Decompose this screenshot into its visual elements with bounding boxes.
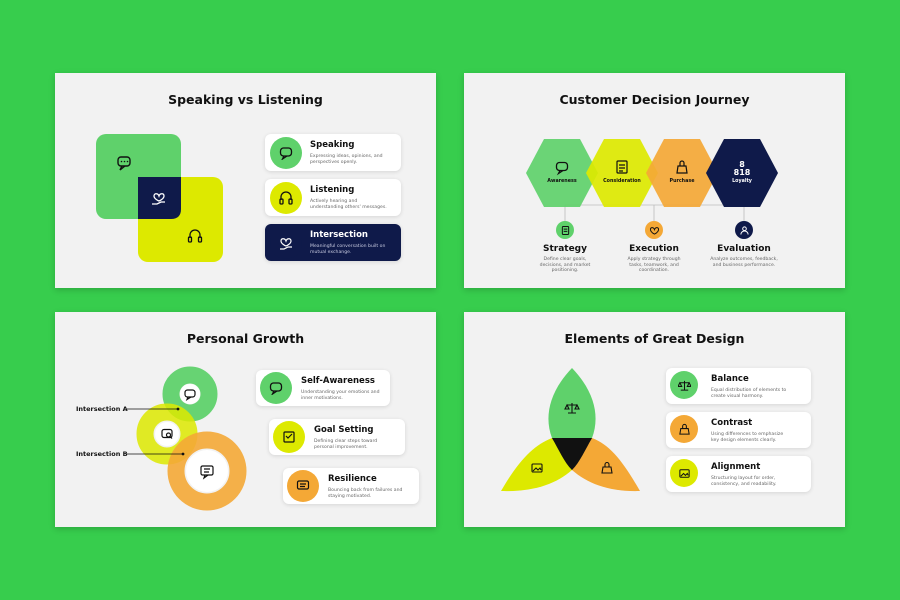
card-title: Alignment — [711, 462, 761, 472]
hex-label-consideration: Consideration — [603, 179, 641, 184]
hex-label-loyalty: Loyalty — [732, 179, 752, 184]
card-title: Speaking — [310, 140, 355, 150]
slide-speaking-vs-listening[interactable]: Speaking vs Listening Speaking Expressin… — [55, 73, 436, 288]
slide-title: Elements of Great Design — [564, 331, 745, 346]
speech-bubble-icon — [117, 156, 131, 171]
card-contrast[interactable]: Contrast Using differences to emphasize … — [666, 412, 811, 448]
heart-icon — [645, 221, 663, 239]
checklist-icon — [616, 160, 628, 174]
picture-icon — [670, 459, 698, 487]
column-title-evaluation: Evaluation — [717, 244, 771, 254]
label-intersection-a: Intersection A — [76, 405, 128, 413]
speech-bubble-icon — [270, 137, 302, 169]
card-alignment[interactable]: Alignment Structuring layout for order, … — [666, 456, 811, 492]
slide-title: Speaking vs Listening — [168, 92, 323, 107]
document-icon — [556, 221, 574, 239]
card-title: Goal Setting — [314, 425, 374, 435]
slide-personal-growth[interactable]: Personal Growth Intersection A Intersect… — [55, 312, 436, 527]
card-resilience[interactable]: Resilience Bouncing back from failures a… — [283, 468, 419, 504]
growth-rings-diagram — [127, 366, 247, 511]
card-listening[interactable]: Listening Actively hearing and understan… — [265, 179, 401, 216]
card-description: Structuring layout for order, consistenc… — [711, 476, 777, 487]
speech-bubble-icon — [260, 372, 292, 404]
picture-icon — [531, 463, 543, 473]
slide-title: Personal Growth — [186, 331, 305, 346]
card-title: Balance — [711, 374, 749, 384]
card-description: Meaningful conversation built on mutual … — [310, 244, 386, 255]
card-title: Self-Awareness — [301, 376, 375, 386]
card-speaking[interactable]: Speaking Expressing ideas, opinions, and… — [265, 134, 401, 171]
petal-diagram — [501, 368, 640, 492]
card-title: Contrast — [711, 418, 753, 428]
venn-squares-diagram — [96, 134, 223, 262]
column-description: Analyze outcomes, feedback, and business… — [710, 257, 778, 268]
bag-icon — [670, 415, 698, 443]
ring-self-awareness — [162, 366, 218, 422]
journey-hexagons: 8 818 — [526, 139, 778, 221]
ring-resilience — [167, 431, 247, 511]
headphones-icon — [270, 182, 302, 214]
card-self-awareness[interactable]: Self-Awareness Understanding your emotio… — [256, 370, 390, 406]
svg-text:818: 818 — [734, 168, 751, 177]
intersection-square — [138, 177, 181, 219]
scale-icon — [564, 403, 580, 414]
card-description: Expressing ideas, opinions, and perspect… — [310, 154, 383, 165]
card-description: Equal distribution of elements to create… — [711, 388, 787, 399]
label-intersection-b: Intersection B — [76, 450, 128, 458]
speech-bubble-icon — [555, 161, 569, 176]
headphones-icon — [187, 229, 203, 243]
hex-label-purchase: Purchase — [669, 179, 695, 184]
search-chat-icon — [161, 428, 173, 439]
card-title: Resilience — [328, 474, 377, 484]
card-description: Defining clear steps toward personal imp… — [314, 439, 378, 450]
person-icon — [735, 221, 753, 239]
card-description: Bouncing back from failures and staying … — [328, 488, 403, 499]
slide-elements-of-great-design[interactable]: Elements of Great Design Balance Equal d… — [464, 312, 845, 527]
people-icon: 8 818 — [734, 160, 751, 177]
petal-contrast — [572, 438, 640, 492]
card-description: Actively hearing and understanding other… — [310, 199, 387, 210]
column-title-execution: Execution — [629, 244, 679, 254]
card-description: Understanding your emotions and inner mo… — [301, 390, 380, 401]
bag-icon — [601, 461, 613, 474]
card-balance[interactable]: Balance Equal distribution of elements t… — [666, 368, 811, 404]
slide-customer-decision-journey[interactable]: Customer Decision Journey 8 818 Awarenes… — [464, 73, 845, 288]
column-description: Apply strategy through tasks, teamwork, … — [627, 257, 681, 274]
slide-title: Customer Decision Journey — [559, 92, 750, 107]
chat-icon — [287, 470, 319, 502]
bag-icon — [676, 160, 688, 174]
scale-icon — [670, 371, 698, 399]
chat-icon — [200, 465, 214, 480]
speech-bubble-icon — [184, 389, 196, 401]
card-title: Listening — [310, 185, 355, 195]
card-intersection[interactable]: Intersection Meaningful conversation bui… — [265, 224, 401, 261]
card-description: Using differences to emphasize key desig… — [711, 432, 784, 443]
ring-goal-setting — [136, 403, 198, 465]
hex-label-awareness: Awareness — [547, 179, 577, 184]
column-description: Define clear goals, decisions, and marke… — [539, 257, 591, 274]
column-title-strategy: Strategy — [542, 244, 587, 254]
card-title: Intersection — [310, 230, 368, 240]
heart-hand-icon — [270, 227, 302, 259]
hex-awareness — [526, 139, 598, 207]
heart-hand-icon — [152, 193, 165, 205]
card-goal-setting[interactable]: Goal Setting Defining clear steps toward… — [269, 419, 405, 455]
checklist-icon — [273, 421, 305, 453]
hex-loyalty — [706, 139, 778, 207]
svg-text:8: 8 — [739, 160, 745, 169]
